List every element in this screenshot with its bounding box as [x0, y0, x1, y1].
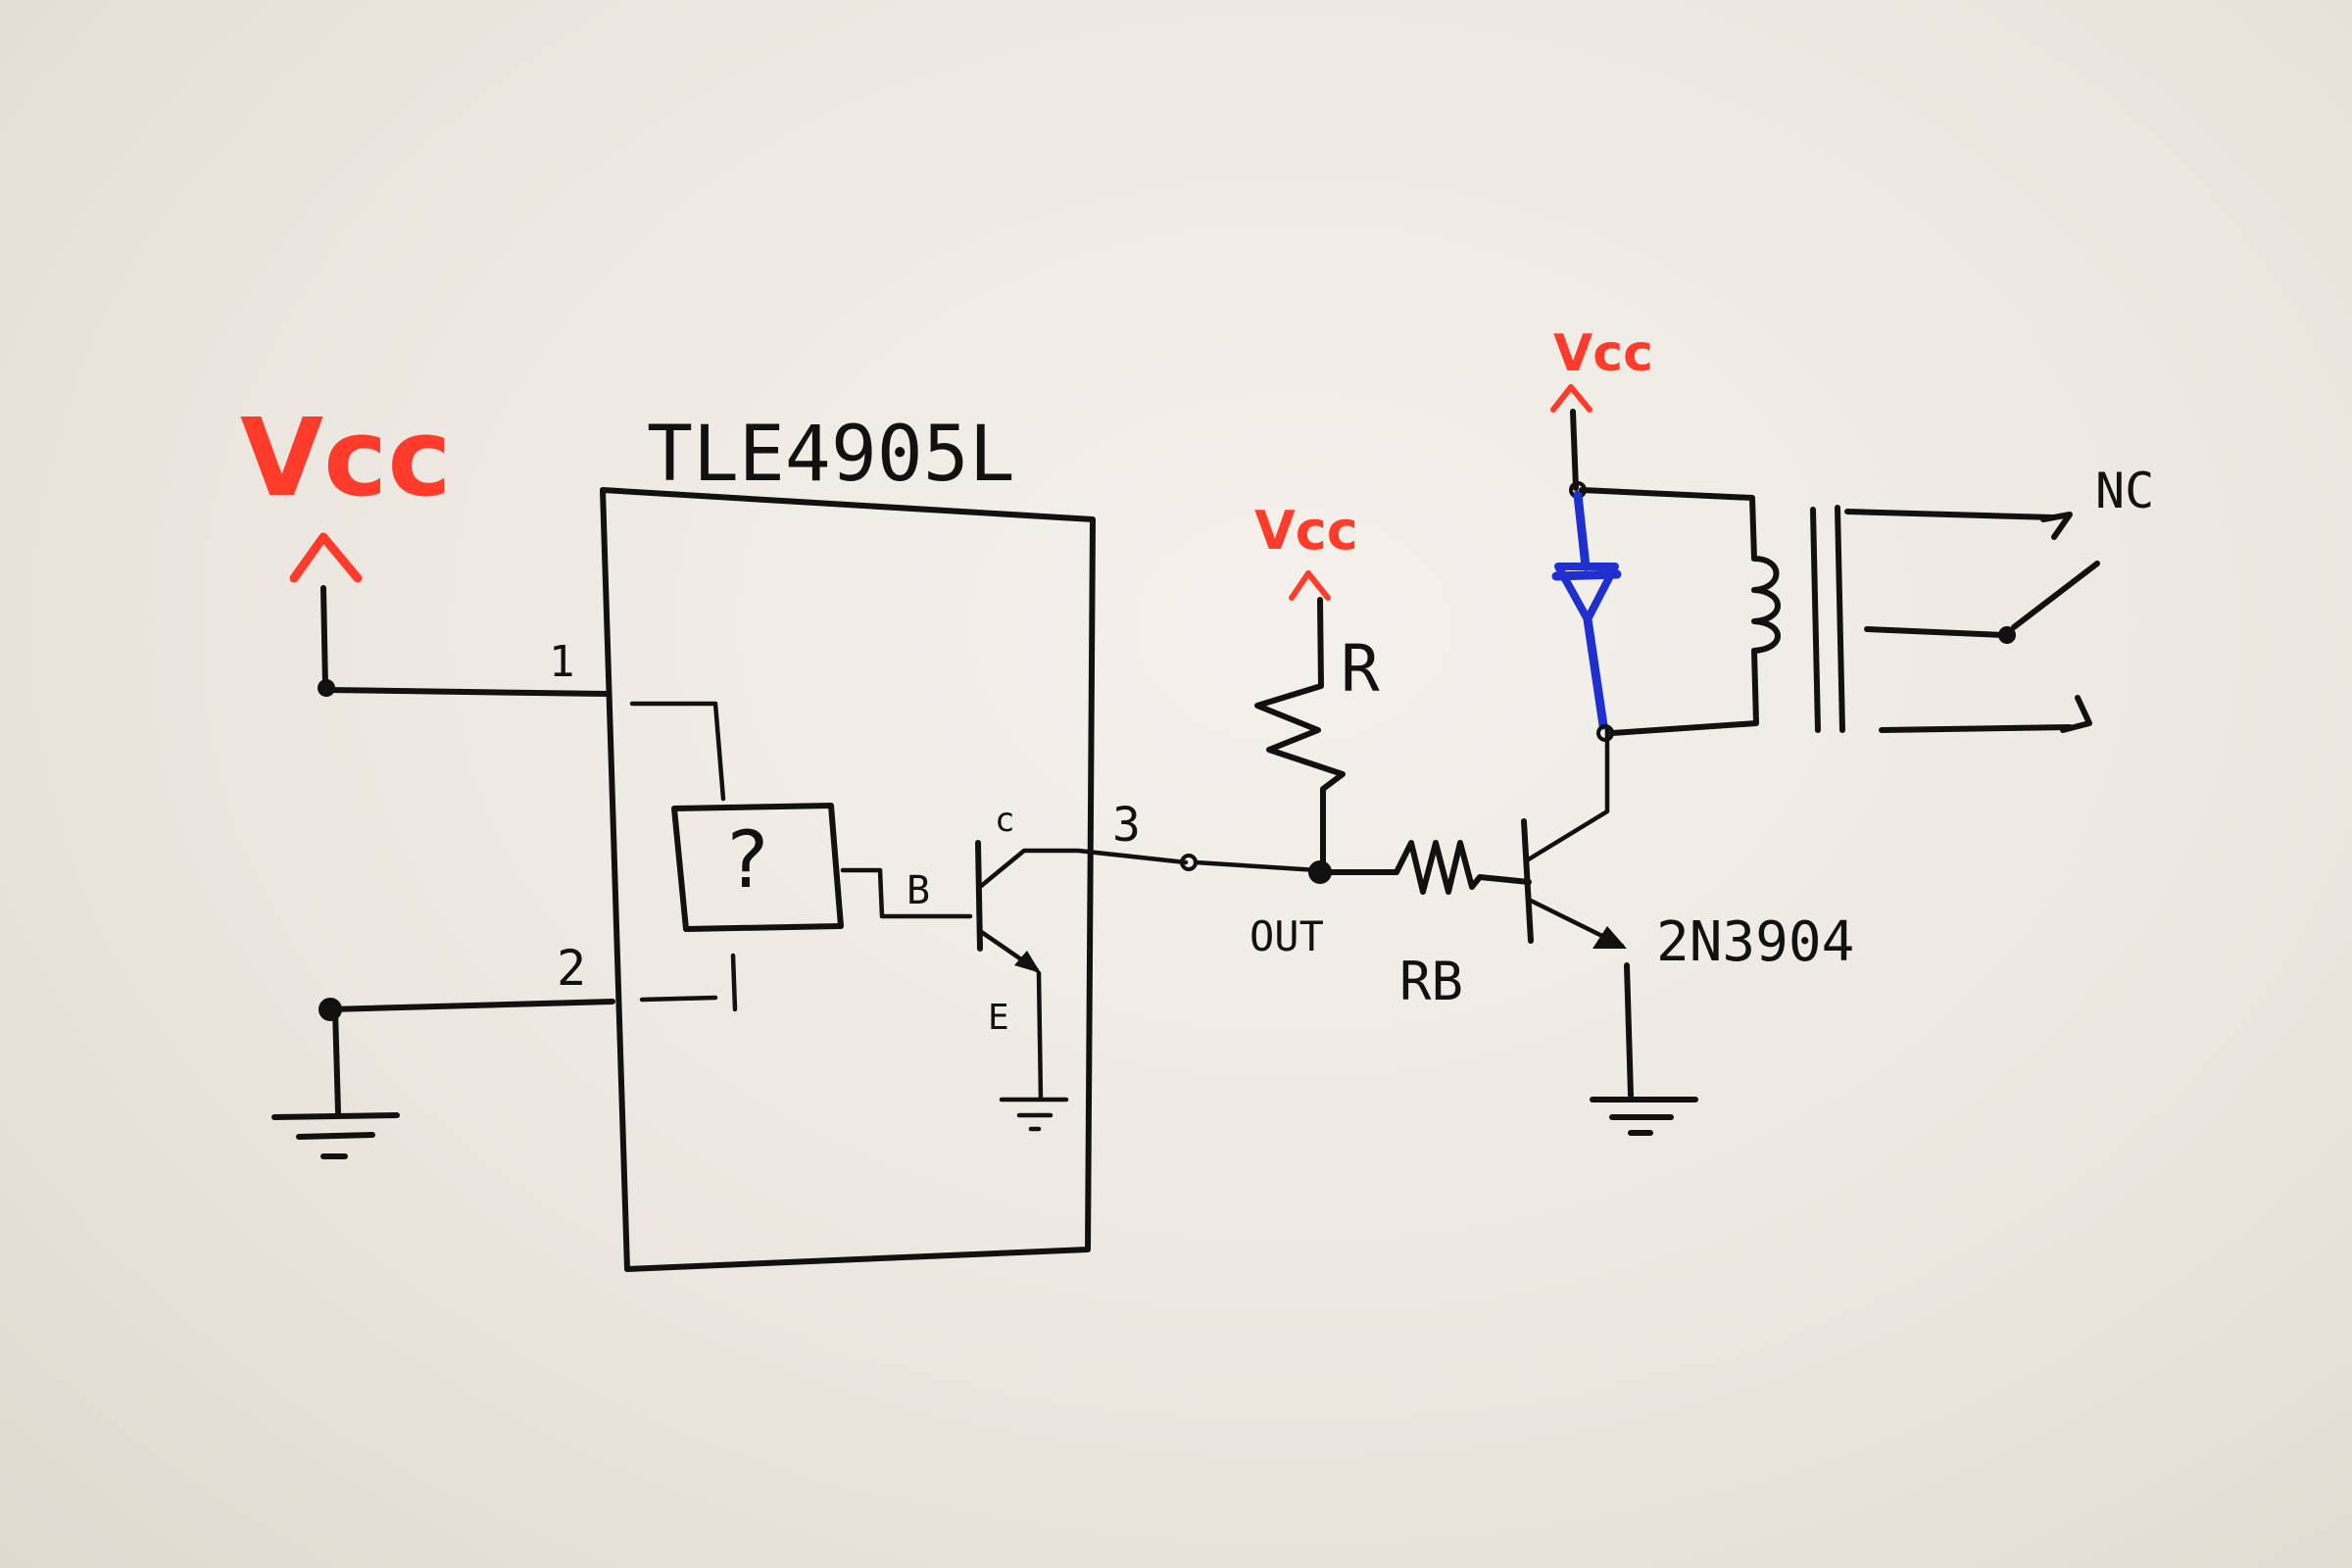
inner-emitter-label: E	[988, 998, 1009, 1038]
vcc-arrow-right	[1550, 384, 1592, 413]
transistor-emitter-arrow	[1592, 926, 1627, 949]
nc-label: NC	[2095, 463, 2154, 519]
coil-wire-top	[1579, 487, 1757, 562]
ground-left	[271, 998, 615, 1159]
pin2-label: 2	[557, 940, 586, 997]
vcc-arrow-mid	[1289, 570, 1331, 601]
diode-cathode-bar	[1551, 569, 1622, 581]
diode-wire-bottom	[1583, 614, 1608, 730]
ground-symbol-left	[271, 1112, 400, 1120]
inner-emitter-arrow	[1014, 951, 1041, 973]
vcc-arrow-left	[289, 532, 363, 583]
wire-pin1	[323, 687, 611, 697]
inner-collector-wire	[977, 848, 1189, 890]
nc-contact-wire	[1844, 509, 2056, 520]
output-node: OUT	[1180, 854, 1332, 960]
out-label: OUT	[1250, 912, 1324, 960]
vcc-supply-left: Vcc	[240, 395, 611, 697]
transistor-base-bar	[1521, 818, 1534, 944]
resistor-rb-zigzag	[1320, 840, 1532, 895]
inner-wire-vcc	[629, 701, 726, 802]
pin3-label: 3	[1112, 798, 1141, 853]
chip-outline	[600, 487, 1096, 1272]
resistor-r-label: R	[1341, 631, 1380, 707]
common-contact-pivot	[1998, 626, 2016, 644]
common-contact-wire	[1864, 626, 2007, 638]
unknown-block	[671, 803, 844, 932]
tle4905l-chip: TLE4905L 1 2 3 ? B c E	[549, 411, 1189, 1272]
pullup-resistor: Vcc R	[1254, 500, 1380, 867]
wire-pin2	[327, 999, 615, 1012]
npn-transistor-2n3904: 2N3904	[1521, 727, 1854, 1136]
no-contact-wire	[1879, 724, 2073, 733]
resistor-r-zigzag	[1254, 597, 1346, 867]
emitter-ground-wire	[1624, 962, 1634, 1099]
inner-collector-label: c	[995, 801, 1014, 840]
pin1-label: 1	[549, 637, 575, 687]
relay-core-line-1	[1810, 507, 1821, 733]
gnd-wire-left	[332, 1006, 341, 1115]
inner-wire-gnd	[639, 995, 718, 1003]
relay-coil	[1751, 556, 1781, 654]
no-contact-terminal	[2060, 695, 2092, 733]
transistor-part-label: 2N3904	[1656, 910, 1854, 974]
chip-label: TLE4905L	[647, 411, 1015, 499]
coil-wire-bottom	[1609, 648, 1759, 736]
inner-wire-base	[840, 867, 973, 919]
relay-vcc-wire	[1570, 409, 1579, 491]
relay-core-line-2	[1835, 505, 1845, 733]
vcc-label-mid: Vcc	[1254, 500, 1358, 562]
unknown-block-label: ?	[723, 814, 770, 906]
relay: Vcc NC	[1550, 324, 2154, 742]
transistor-collector	[1524, 727, 1610, 863]
resistor-rb-label: RB	[1399, 951, 1463, 1012]
diode-wire-top	[1573, 490, 1591, 571]
wire-out	[1193, 859, 1321, 873]
base-resistor: RB	[1320, 840, 1532, 1012]
relay-switch-arm	[2011, 561, 2100, 630]
inner-base-label: B	[906, 868, 930, 913]
flyback-diode	[1554, 563, 1619, 623]
vcc-label-left: Vcc	[240, 395, 452, 520]
vcc-label-right: Vcc	[1553, 324, 1653, 383]
vcc-wire-left	[320, 585, 328, 689]
nc-contact-terminal	[2040, 512, 2073, 540]
